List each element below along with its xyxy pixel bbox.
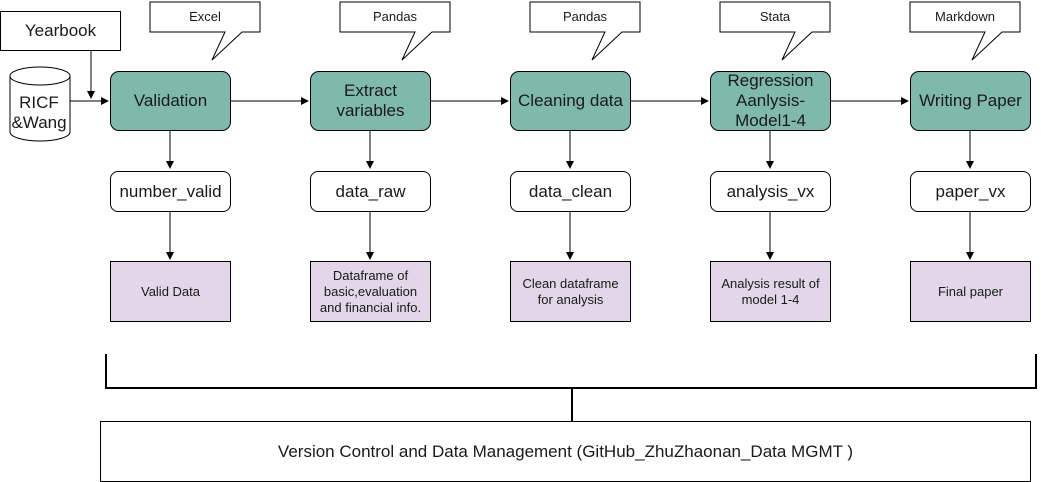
artifact-paper-vx: paper_vx	[910, 171, 1031, 212]
artifact-number-valid: number_valid	[110, 171, 231, 212]
callout-bubbles	[149, 1, 1021, 61]
bracket	[105, 354, 1037, 421]
tool-label-excel: Excel	[189, 9, 221, 24]
step-regression-analysis: Regression Aanlysis-Model1-4	[710, 71, 831, 131]
artifact-data-raw: data_raw	[310, 171, 431, 212]
callout-pandas-1	[339, 1, 451, 61]
artifact-data-clean: data_clean	[510, 171, 631, 212]
step-validation: Validation	[110, 71, 231, 131]
output-dataframe-raw: Dataframe of basic,evaluation and financ…	[310, 261, 431, 322]
output-clean-dataframe: Clean dataframe for analysis	[510, 261, 631, 322]
output-final-paper: Final paper	[910, 261, 1031, 322]
database-cylinder	[9, 66, 71, 142]
callout-markdown	[909, 1, 1021, 61]
step-cleaning-data: Cleaning data	[510, 71, 631, 131]
tool-label-markdown: Markdown	[935, 9, 995, 24]
version-control-box: Version Control and Data Management (Git…	[100, 421, 1031, 482]
database-label: RICF &Wang	[11, 93, 67, 132]
callout-stata	[719, 1, 831, 61]
yearbook-box: Yearbook	[0, 11, 121, 51]
tool-label-pandas-1: Pandas	[372, 9, 418, 24]
output-analysis-result: Analysis result of model 1-4	[710, 261, 831, 322]
tool-label-stata: Stata	[759, 9, 791, 24]
callout-excel	[149, 1, 261, 61]
step-writing-paper: Writing Paper	[910, 71, 1031, 131]
callout-pandas-2	[529, 1, 641, 61]
output-valid-data: Valid Data	[110, 261, 231, 322]
step-extract-variables: Extract variables	[310, 71, 431, 131]
artifact-analysis-vx: analysis_vx	[710, 171, 831, 212]
tool-label-pandas-2: Pandas	[562, 9, 608, 24]
flow-arrows	[70, 51, 974, 260]
